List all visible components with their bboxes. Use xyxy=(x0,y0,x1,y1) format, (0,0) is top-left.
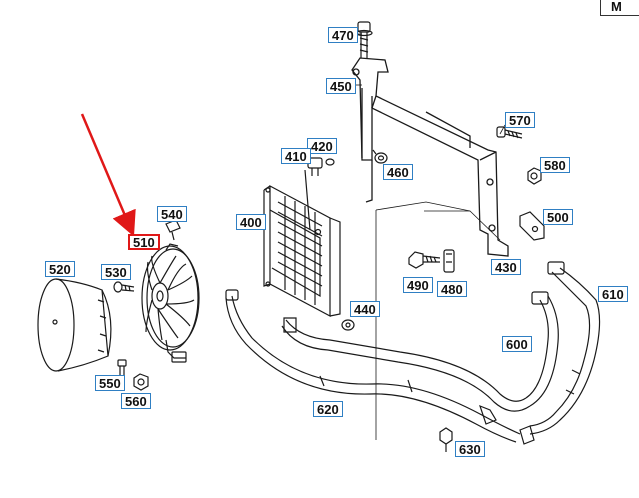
callout-480[interactable]: 480 xyxy=(437,281,467,297)
corner-box: M xyxy=(600,0,639,16)
condenser-400 xyxy=(263,169,341,317)
callout-410[interactable]: 410 xyxy=(281,148,311,164)
refrigerant-pipes xyxy=(225,261,601,445)
bracket-500 xyxy=(519,211,545,241)
callout-550[interactable]: 550 xyxy=(95,375,125,391)
callout-520[interactable]: 520 xyxy=(45,261,75,277)
callout-610[interactable]: 610 xyxy=(598,286,628,302)
callout-570[interactable]: 570 xyxy=(505,112,535,128)
callout-600[interactable]: 600 xyxy=(502,336,532,352)
callout-490[interactable]: 490 xyxy=(403,277,433,293)
callout-560[interactable]: 560 xyxy=(121,393,151,409)
clip-480 xyxy=(443,249,455,273)
fan-shroud-520 xyxy=(37,278,112,372)
screw-550 xyxy=(117,359,127,376)
nut-580 xyxy=(527,167,542,185)
bolt-630 xyxy=(439,427,453,452)
electric-fan-510 xyxy=(141,243,200,363)
grommet-460 xyxy=(372,149,388,164)
seal-420 xyxy=(325,158,335,166)
callout-580[interactable]: 580 xyxy=(540,157,570,173)
callout-440[interactable]: 440 xyxy=(350,301,380,317)
callout-470[interactable]: 470 xyxy=(328,27,358,43)
callout-450[interactable]: 450 xyxy=(326,78,356,94)
callout-460[interactable]: 460 xyxy=(383,164,413,180)
nut-560 xyxy=(133,373,149,391)
clip-540 xyxy=(165,219,181,241)
bolt-570 xyxy=(496,126,523,139)
bolt-490 xyxy=(408,251,441,269)
callout-420[interactable]: 420 xyxy=(307,138,337,154)
callout-500[interactable]: 500 xyxy=(543,209,573,225)
bolt-470 xyxy=(355,21,373,58)
callout-540[interactable]: 540 xyxy=(157,206,187,222)
callout-620[interactable]: 620 xyxy=(313,401,343,417)
callout-400[interactable]: 400 xyxy=(236,214,266,230)
support-frame xyxy=(351,57,509,257)
callout-530[interactable]: 530 xyxy=(101,264,131,280)
highlight-arrow xyxy=(80,113,136,237)
callout-630[interactable]: 630 xyxy=(455,441,485,457)
callout-430[interactable]: 430 xyxy=(491,259,521,275)
callout-510[interactable]: 510 xyxy=(128,234,160,250)
dryer-440 xyxy=(341,319,355,331)
screw-530 xyxy=(113,281,135,293)
